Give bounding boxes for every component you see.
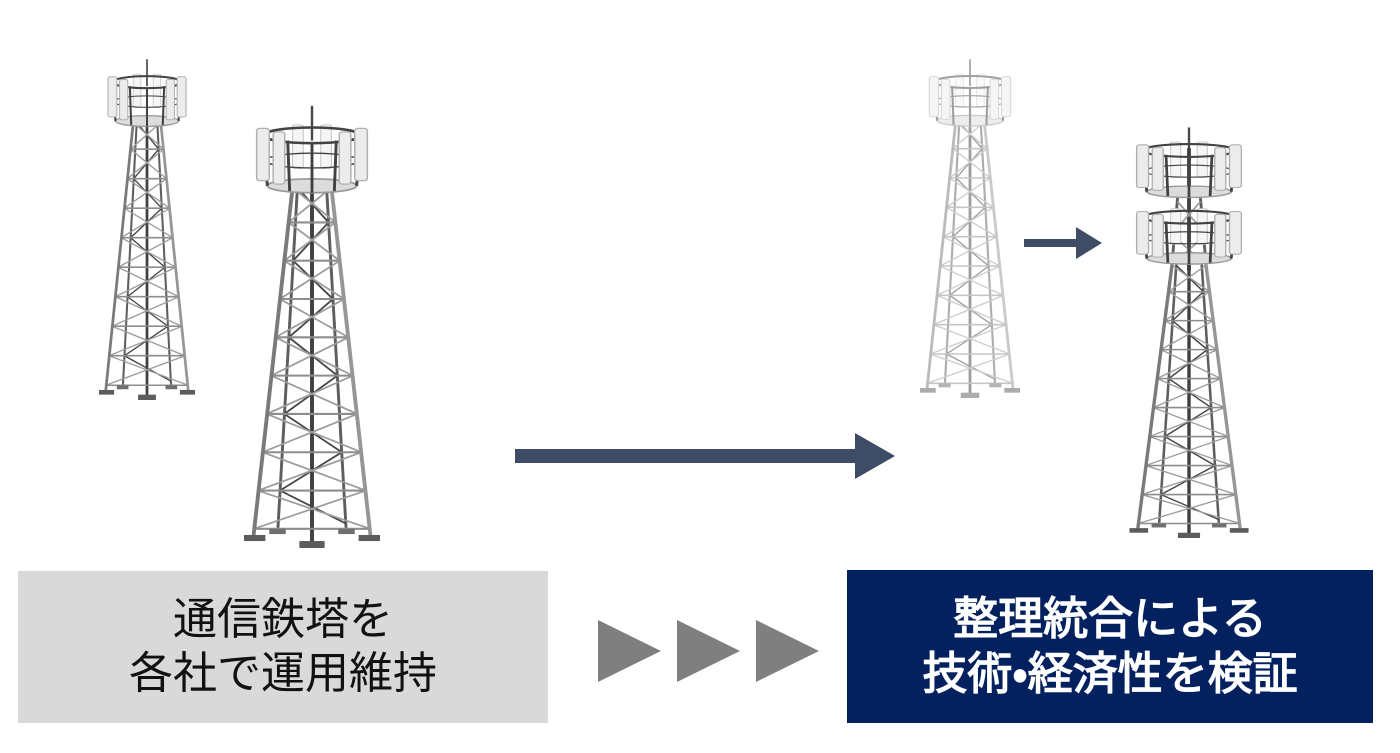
small-cell-tower-graphic bbox=[99, 58, 195, 400]
before-label-line1: 通信鉄塔を bbox=[173, 595, 393, 645]
before-label-line2: 各社で運用維持 bbox=[129, 649, 437, 698]
before-label-box: 通信鉄塔を 各社で運用維持 bbox=[18, 571, 548, 723]
after-label-box: 整理統合による 技術・経済性を検証 bbox=[847, 570, 1373, 723]
faded-cell-tower-icon bbox=[920, 58, 1020, 398]
main-transition-arrow-icon bbox=[515, 433, 895, 479]
small-cell-tower-icon bbox=[99, 58, 195, 400]
consolidated-cell-tower-graphic bbox=[1122, 126, 1256, 538]
triangle-icon bbox=[756, 620, 819, 682]
triangle-icon bbox=[677, 620, 740, 682]
large-cell-tower-graphic bbox=[244, 104, 380, 548]
merge-arrow-shape bbox=[1024, 227, 1102, 259]
after-label-line2: 技術・経済性を検証 bbox=[922, 647, 1298, 699]
progress-triangles-icon bbox=[598, 620, 819, 682]
main-arrow-shape bbox=[515, 433, 895, 479]
after-label-line1: 整理統合による bbox=[953, 592, 1267, 644]
large-cell-tower-icon bbox=[244, 104, 380, 548]
faded-cell-tower-graphic bbox=[920, 58, 1020, 398]
merge-arrow-icon bbox=[1024, 227, 1102, 259]
consolidated-cell-tower-icon bbox=[1122, 126, 1256, 538]
triangle-icon bbox=[598, 620, 661, 682]
